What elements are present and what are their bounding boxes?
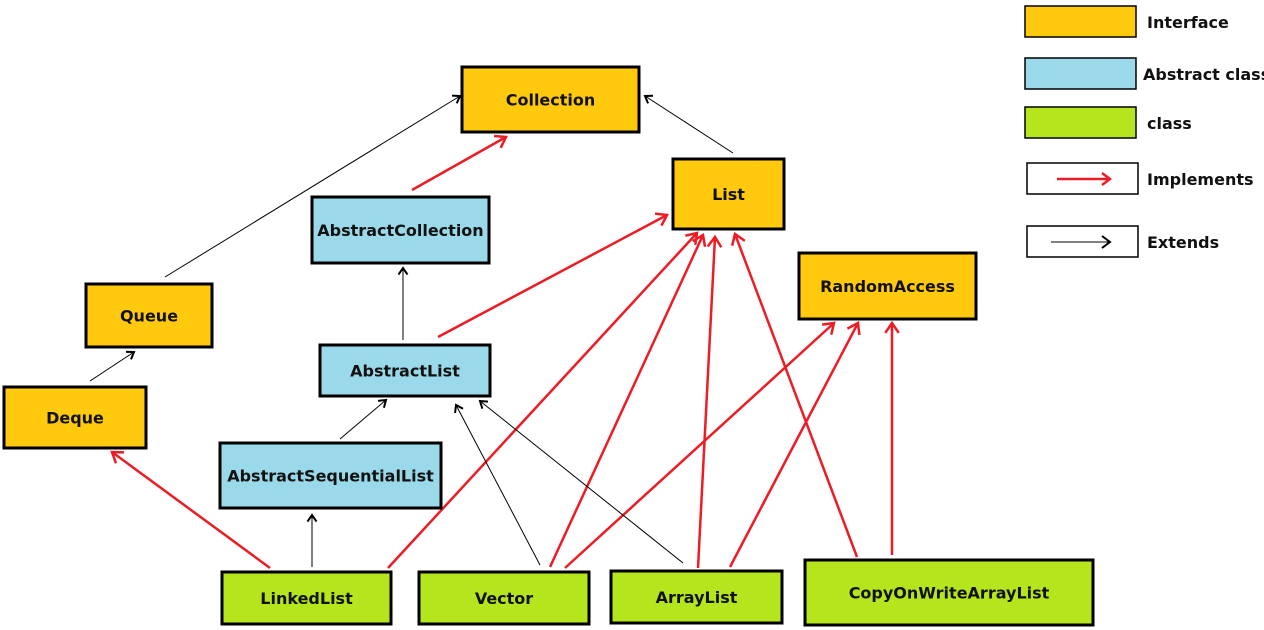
edge-implements-vector-to-list — [548, 232, 707, 568]
legend-swatch — [1024, 57, 1137, 90]
edge-implements-copyonwritearraylist-to-randomaccess — [884, 320, 900, 555]
legend-label: Interface — [1147, 13, 1229, 32]
nodes-layer: CollectionListAbstractCollectionQueueDeq… — [2, 65, 1095, 627]
node-label: LinkedList — [260, 589, 353, 608]
edge-extends-abstractlist-to-abstractcollection — [397, 266, 409, 340]
class-box — [803, 558, 1095, 627]
arrowhead-icon — [643, 94, 654, 104]
arrowhead-icon — [451, 94, 462, 104]
legend-swatch — [1026, 162, 1139, 195]
edge-extends-queue-to-collection — [164, 94, 462, 278]
interface-box — [460, 65, 641, 134]
class-box — [220, 570, 393, 626]
arrowhead-icon — [821, 321, 836, 335]
edge-implements-arraylist-to-randomaccess — [728, 321, 861, 568]
node-label: CopyOnWriteArrayList — [849, 584, 1050, 603]
edge-extends-arraylist-to-abstractlist — [478, 399, 684, 564]
arrowhead-icon — [692, 232, 707, 248]
arrowhead-icon — [454, 403, 464, 414]
node-linkedlist: LinkedList — [220, 570, 393, 626]
edge-implements-arraylist-to-list — [696, 234, 723, 569]
node-label: List — [712, 185, 745, 204]
legend-swatch — [1024, 5, 1137, 38]
abstract-box — [218, 441, 443, 510]
arrowhead-icon — [306, 513, 318, 523]
node-label: AbstractSequentialList — [227, 467, 434, 486]
arrowhead-icon — [685, 231, 699, 246]
arrowhead-icon — [493, 134, 508, 149]
node-list: List — [671, 157, 786, 231]
legend-item-class: class — [1024, 106, 1192, 139]
arrowhead-icon — [654, 212, 669, 227]
node-label: Collection — [506, 91, 596, 110]
node-label: AbstractList — [350, 362, 460, 381]
node-abstractcollection: AbstractCollection — [310, 195, 491, 265]
node-vector: Vector — [417, 570, 591, 626]
arrowhead-icon — [478, 399, 489, 409]
edge-implements-abstractlist-to-list — [437, 212, 669, 339]
arrowhead-icon — [397, 266, 409, 276]
class-box — [417, 570, 591, 626]
interface-box — [84, 282, 214, 349]
node-collection: Collection — [460, 65, 641, 134]
edge-extends-deque-to-queue — [89, 350, 136, 382]
arrowhead-icon — [110, 450, 125, 464]
edge-implements-vector-to-randomaccess — [564, 321, 836, 569]
interface-box — [2, 385, 148, 450]
class-box — [609, 569, 784, 625]
node-label: RandomAccess — [820, 277, 955, 296]
node-deque: Deque — [2, 385, 148, 450]
node-abstractlist: AbstractList — [318, 343, 492, 398]
arrowhead-icon — [377, 398, 388, 408]
edge-extends-linkedlist-to-abstractsequentiallist — [306, 513, 318, 567]
node-label: Vector — [475, 589, 533, 608]
arrow-icon — [1101, 235, 1112, 249]
legend-item-interface: Interface — [1024, 5, 1229, 38]
node-abstractsequentiallist: AbstractSequentialList — [218, 441, 443, 510]
node-label: Queue — [120, 307, 178, 326]
abstract-box — [310, 195, 491, 265]
edge-implements-linkedlist-to-list — [387, 231, 699, 569]
node-label: Deque — [46, 409, 104, 428]
edge-extends-vector-to-abstractlist — [454, 403, 541, 566]
edge-implements-linkedlist-to-deque — [110, 450, 271, 570]
edge-implements-copyonwritearraylist-to-list — [730, 231, 859, 558]
node-arraylist: ArrayList — [609, 569, 784, 625]
node-randomaccess: RandomAccess — [797, 251, 978, 321]
abstract-box — [318, 343, 492, 398]
legend-label: Extends — [1147, 233, 1219, 252]
arrowhead-icon — [706, 234, 723, 248]
arrowhead-icon — [125, 350, 136, 360]
legend-swatch — [1024, 106, 1137, 139]
edge-implements-abstractcollection-to-collection — [411, 134, 508, 192]
legend-item-implements: Implements — [1026, 162, 1254, 195]
arrowhead-icon — [730, 231, 746, 246]
node-queue: Queue — [84, 282, 214, 349]
legend-label: Implements — [1147, 170, 1254, 189]
node-label: ArrayList — [656, 588, 738, 607]
edge-extends-abstractsequentiallist-to-abstractlist — [339, 398, 388, 440]
legend-label: class — [1147, 114, 1192, 133]
node-copyonwritearraylist: CopyOnWriteArrayList — [803, 558, 1095, 627]
legend-item-abstract: Abstract class — [1024, 57, 1264, 90]
interface-box — [671, 157, 786, 231]
legend-item-extends: Extends — [1026, 225, 1219, 258]
node-label: AbstractCollection — [317, 221, 483, 240]
legend-label: Abstract class — [1143, 65, 1264, 84]
edge-extends-list-to-collection — [643, 94, 734, 154]
arrowhead-icon — [846, 321, 861, 336]
interface-box — [797, 251, 978, 321]
arrow-icon — [1101, 172, 1113, 186]
arrowhead-icon — [884, 320, 900, 334]
edges-layer — [89, 94, 900, 570]
